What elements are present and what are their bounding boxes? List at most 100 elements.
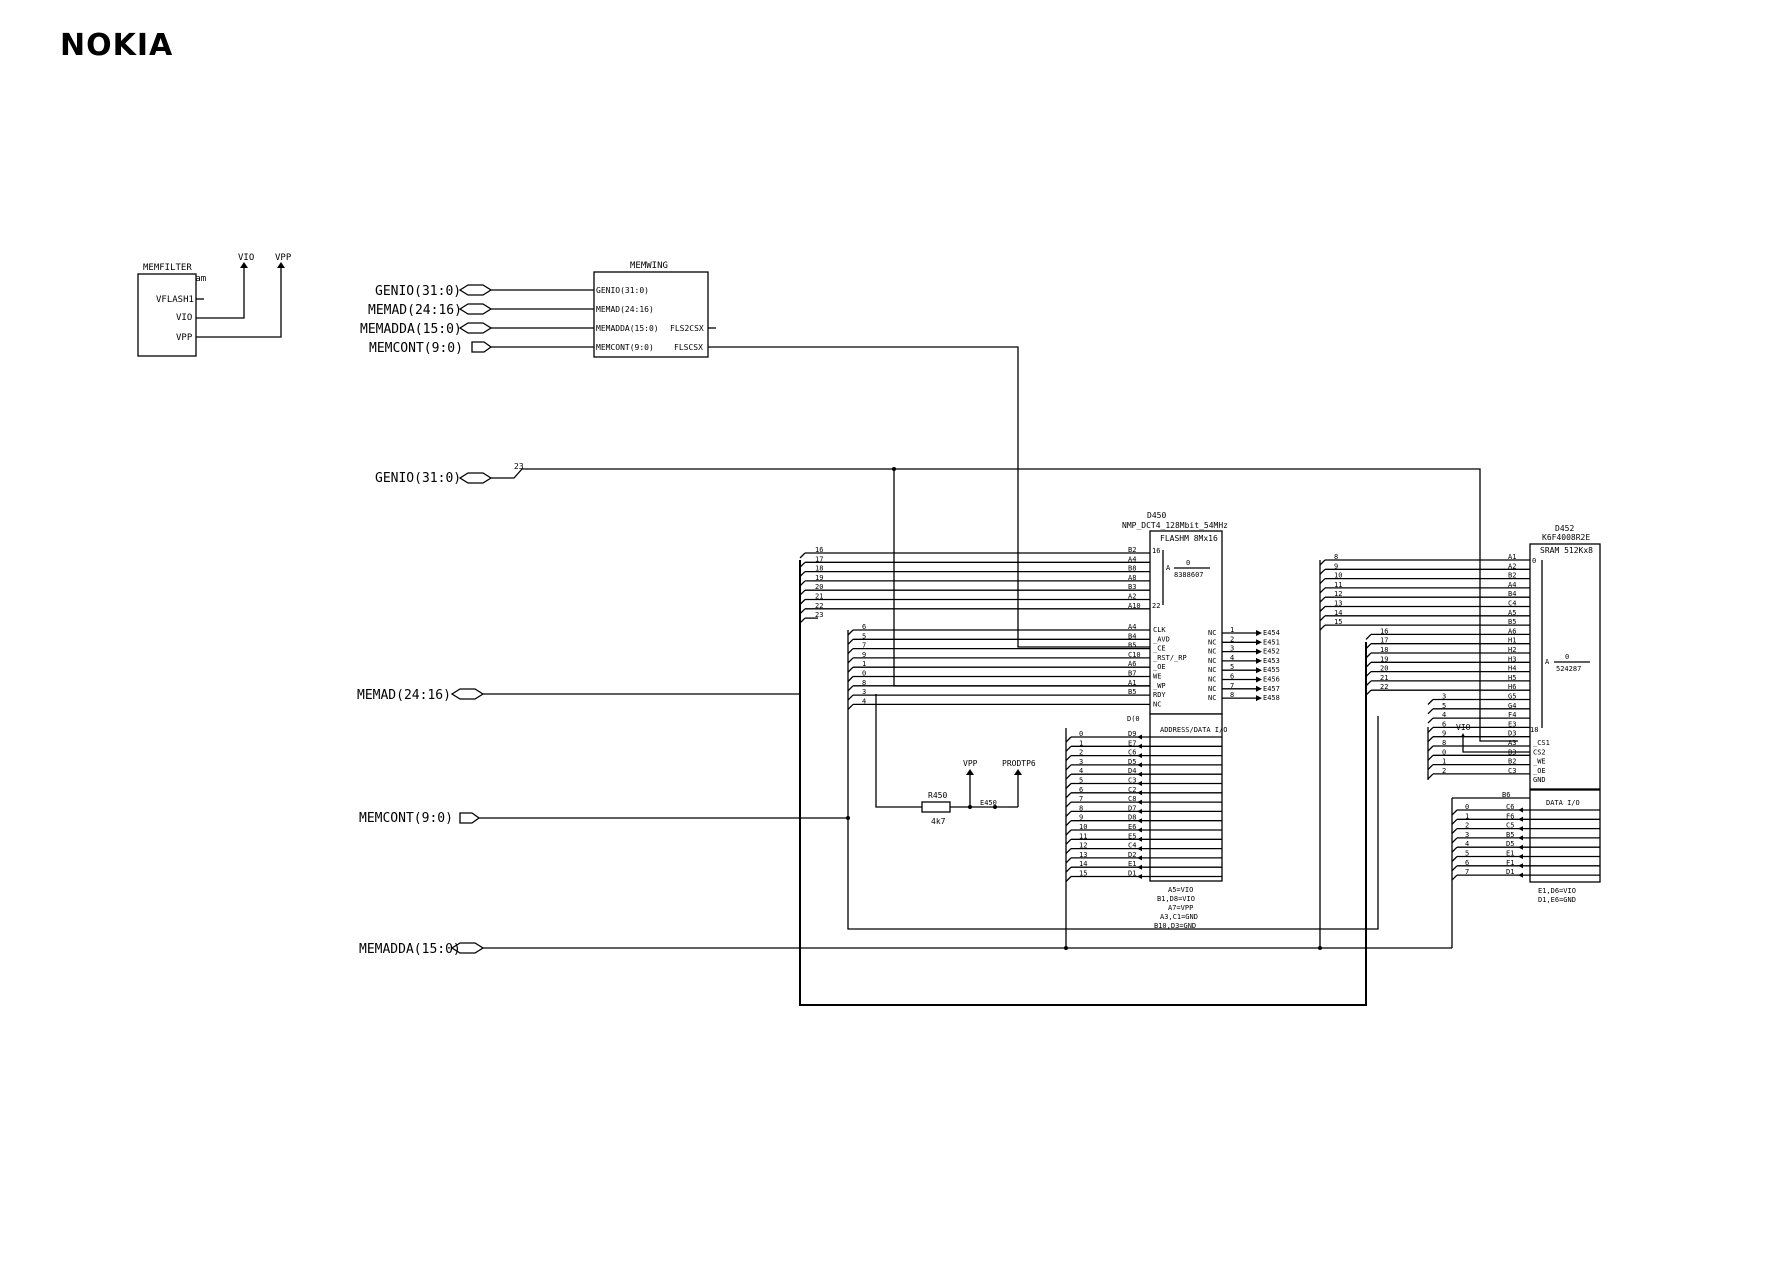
d452-addr-net: 19 <box>1380 655 1388 663</box>
d452-addr-pin: H2 <box>1508 646 1516 654</box>
d450-ctrl-name: _AVD <box>1153 635 1170 643</box>
svg-text:A: A <box>1166 564 1171 572</box>
d450-testpoint: E453 <box>1263 657 1280 665</box>
d452-addr-pin: H1 <box>1508 637 1516 645</box>
port-bidir-icon <box>458 303 493 315</box>
port-label-memad-main: MEMAD(24:16) <box>357 688 451 703</box>
d452-addr-pin: A3 <box>1508 739 1516 747</box>
d450-nc-pin: 2 <box>1230 635 1234 643</box>
top-ports: GENIO(31:0) MEMAD(24:16) MEMADDA(15:0) M… <box>360 284 594 356</box>
d452-addr-net: 15 <box>1334 618 1342 626</box>
port-label-memcont: MEMCONT(9:0) <box>369 341 463 356</box>
d452-addr-net: 10 <box>1334 572 1342 580</box>
d450-dq-net: 5 <box>1079 777 1083 785</box>
d452-dq-pin: C5 <box>1506 822 1514 830</box>
d452-dq-net: 4 <box>1465 840 1469 848</box>
port-label-memadda-main: MEMADDA(15:0) <box>359 942 461 957</box>
d450-nc-pin: 7 <box>1230 682 1234 690</box>
d452-dq-net: 0 <box>1465 803 1469 811</box>
main-ports: GENIO(31:0) 23 MEMAD(24:16) MEMCONT(9:0)… <box>357 462 1518 957</box>
d452-dq-title: DATA I/O <box>1546 799 1580 807</box>
d450-ctrl-name: WE <box>1153 673 1161 681</box>
d450-addr-net: 18 <box>815 565 823 573</box>
d452-addr-net: 3 <box>1442 693 1446 701</box>
bidir-arrow-icon <box>1137 836 1142 842</box>
svg-text:0: 0 <box>1532 557 1536 565</box>
d450-ctrl-pin: B7 <box>1128 670 1136 678</box>
d452-addr-pin: D3 <box>1508 730 1516 738</box>
d452-addr-net: 1 <box>1442 758 1446 766</box>
d452-addr-pin: H4 <box>1508 665 1516 673</box>
bidir-arrow-icon <box>1137 734 1142 740</box>
d452-addr-net: 4 <box>1442 711 1446 719</box>
d452-dq-pin: C6 <box>1506 803 1514 811</box>
rail-vpp-label: VPP <box>963 759 978 768</box>
d452-addr-pin: C3 <box>1508 767 1516 775</box>
d450-dq-pin: E6 <box>1128 823 1136 831</box>
d450-nc-label: NC <box>1208 648 1216 656</box>
d450-addr-net: 16 <box>815 546 823 554</box>
d450-nc-label: NC <box>1208 694 1216 702</box>
memwing-pin-flscsx: FLSCSX <box>674 343 703 352</box>
d450-addr-pin: A4 <box>1128 555 1136 563</box>
d452-dq-net: 6 <box>1465 859 1469 867</box>
d450-ctrl-pin: B5 <box>1128 642 1136 650</box>
memfilter-block: MEMFILTER Flash+sram VFLASH1 VIO VPP VIO… <box>137 253 292 357</box>
d452-addr-net: 18 <box>1380 646 1388 654</box>
svg-text:18: 18 <box>1530 726 1538 734</box>
d450-ctrl-net: 8 <box>862 679 866 687</box>
d450-dq-pin: D5 <box>1128 758 1136 766</box>
bidir-arrow-icon <box>1137 762 1142 768</box>
memwing-pin-fls2csx: FLS2CSX <box>670 324 704 333</box>
d450-ref: D450 <box>1147 511 1166 520</box>
d452-addr-net: 12 <box>1334 590 1342 598</box>
d452-addr-pin: A4 <box>1508 581 1516 589</box>
d452-dq-net: 3 <box>1465 831 1469 839</box>
port-label-memadda: MEMADDA(15:0) <box>360 322 462 337</box>
memfilter-title: MEMFILTER <box>143 263 192 273</box>
d450-ctrl-pin: A6 <box>1128 660 1136 668</box>
d452-sram: D452 K6F4008R2E SRAM 512Kx8 0 18 A 0 524… <box>1319 524 1601 904</box>
bidir-arrow-icon <box>1518 863 1523 869</box>
d450-range-hi: 22 <box>1152 602 1160 610</box>
d452-dq-net: 2 <box>1465 822 1469 830</box>
d450-ctrl-net: 4 <box>862 697 866 705</box>
d450-ctrl-net: 1 <box>862 660 866 668</box>
d450-ctrl-name: RDY <box>1153 691 1166 699</box>
d452-addr-pin: B5 <box>1508 618 1516 626</box>
bidir-arrow-icon <box>1137 753 1142 759</box>
d450-dq-net: 13 <box>1079 851 1087 859</box>
bidir-arrow-icon <box>1137 771 1142 777</box>
r450-e450: R450 4k7 VPP E450 PRODTP6 <box>875 694 1036 826</box>
d452-addr-net: 6 <box>1442 720 1446 728</box>
d452-addr-net: 13 <box>1334 600 1342 608</box>
bus-trunks <box>799 560 1453 1006</box>
r450-ref: R450 <box>928 791 947 800</box>
bidir-arrow-icon <box>1518 872 1523 878</box>
testpoint-arrow-icon <box>1256 657 1262 664</box>
d452-block: SRAM 512Kx8 <box>1540 546 1593 555</box>
port-input-icon <box>459 812 481 824</box>
d450-part: NMP_DCT4_128Mbit_54MHz <box>1122 521 1228 530</box>
bidir-arrow-icon <box>1518 835 1523 841</box>
d450-dq-pin: E1 <box>1128 860 1136 868</box>
d450-dq-net: 2 <box>1079 749 1083 757</box>
d452-dq-pin: D1 <box>1506 868 1514 876</box>
d452-addr-pin: F4 <box>1508 711 1516 719</box>
d450-nc-pin: 4 <box>1230 654 1234 662</box>
d452-addr-pin: A1 <box>1508 553 1516 561</box>
d450-addr-pin: A8 <box>1128 574 1136 582</box>
bidir-arrow-icon <box>1518 807 1523 813</box>
d450-nc-label: NC <box>1208 676 1216 684</box>
d450-dq-net: 4 <box>1079 767 1083 775</box>
d450-dq-pin: E7 <box>1128 739 1136 747</box>
d452-dq-pin: F6 <box>1506 812 1514 820</box>
bidir-arrow-icon <box>1137 874 1142 879</box>
d450-ctrl-net: 3 <box>862 688 866 696</box>
d450-ctrl-pin: C10 <box>1128 651 1141 659</box>
d452-dq-pin: F1 <box>1506 859 1514 867</box>
d450-note: B1,D8=VIO <box>1157 895 1195 903</box>
memfilter-pin-vio: VIO <box>176 313 192 323</box>
d450-dq-net: 3 <box>1079 758 1083 766</box>
d450-dq-net: 9 <box>1079 814 1083 822</box>
